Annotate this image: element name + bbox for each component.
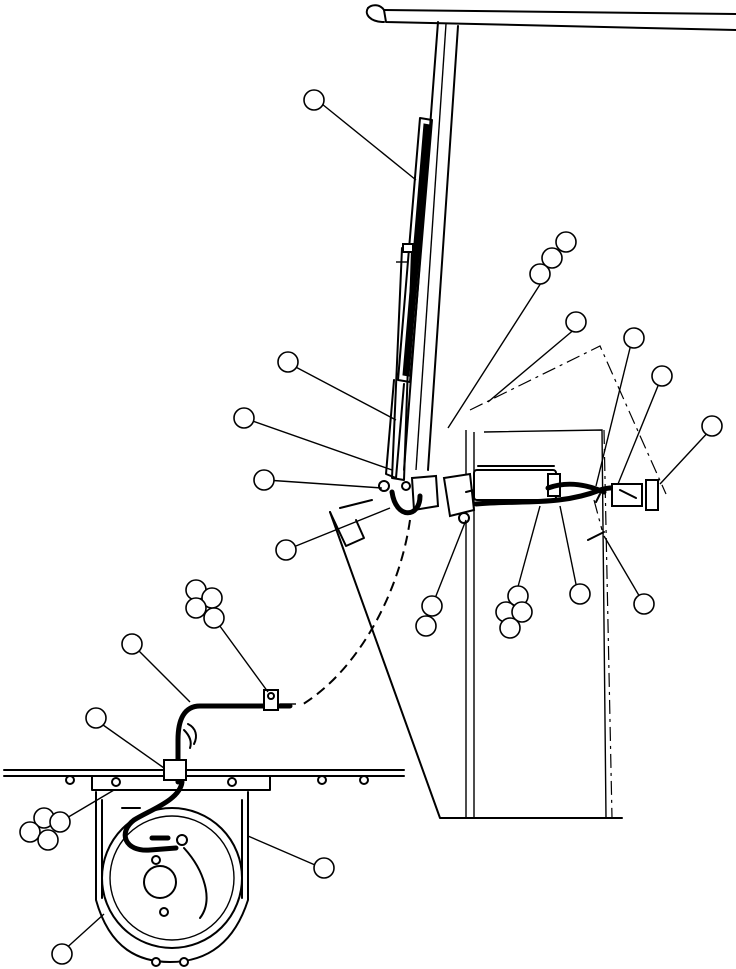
callout-4 [529,263,551,285]
motor-harness [473,479,659,541]
leader-lines [59,103,713,953]
callout-3 [541,247,563,269]
callout-24 [633,593,655,615]
callout-23 [569,583,591,605]
callout-18 [415,615,437,637]
cover-outline [469,345,667,531]
wiper-motor [378,465,561,524]
callout-9 [233,407,255,429]
callout-29 [19,821,41,843]
callout-31 [313,857,335,879]
callout-30 [37,829,59,851]
callout-11 [253,469,275,491]
callout-16 [203,607,225,629]
wiper-arm [385,243,414,481]
callout-21 [511,601,533,623]
cable-route [299,519,411,707]
callout-8 [277,351,299,373]
lower-harness [122,689,296,853]
callout-6 [623,327,645,349]
callout-5 [565,311,587,333]
callout-22 [499,617,521,639]
callout-1 [303,89,325,111]
callout-12 [275,539,297,561]
callout-15 [185,597,207,619]
callout-2 [555,231,577,253]
callout-25 [121,633,143,655]
mounting-plate [3,759,405,791]
cab-roof-edge [365,4,736,31]
callout-32 [51,943,73,965]
callout-17 [421,595,443,617]
callout-26 [85,707,107,729]
callouts [19,89,723,965]
blower-housing [95,791,249,967]
callout-28 [49,811,71,833]
callout-10 [701,415,723,437]
callout-7 [651,365,673,387]
